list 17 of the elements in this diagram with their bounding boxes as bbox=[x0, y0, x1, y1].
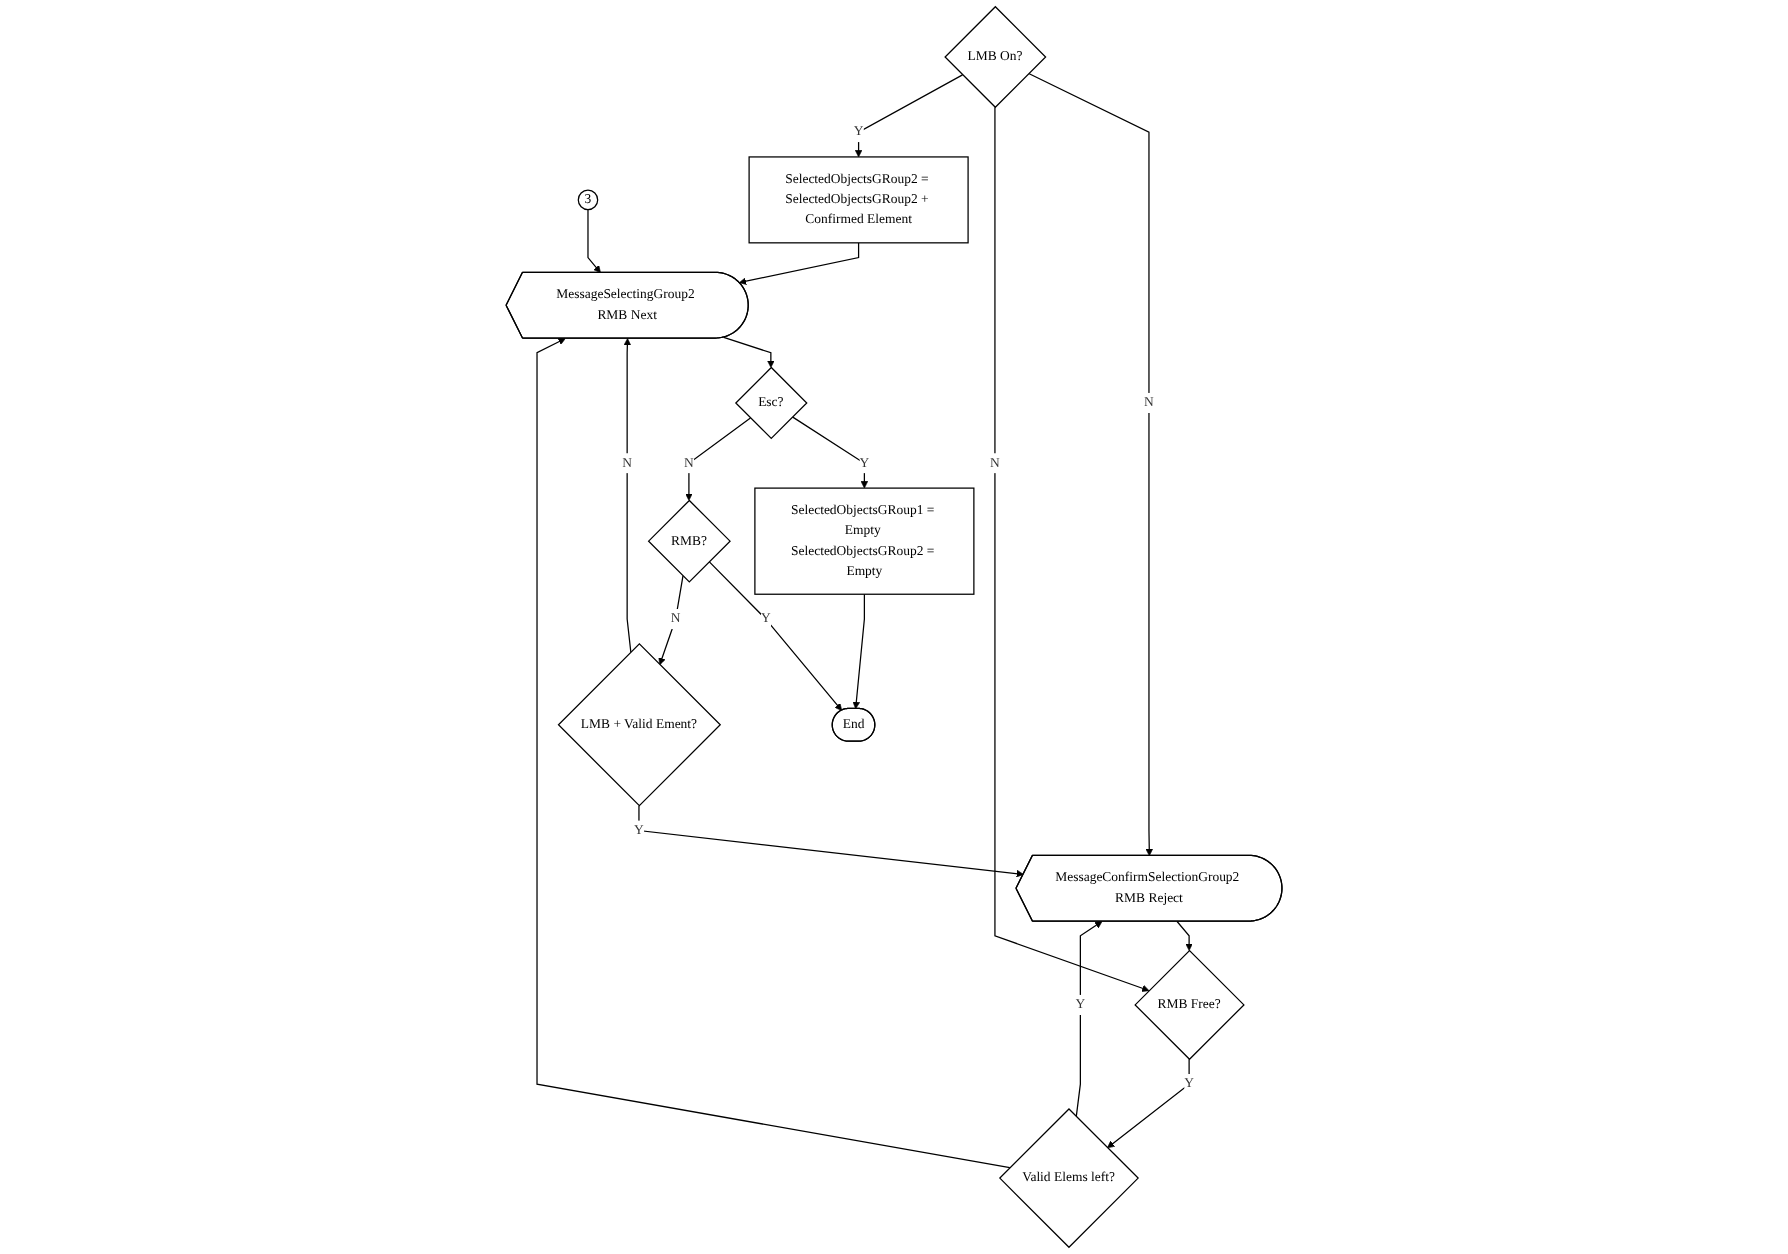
arrow bbox=[1107, 1058, 1190, 1149]
arrow bbox=[638, 805, 1024, 878]
arrow bbox=[1176, 920, 1193, 951]
arrow bbox=[854, 74, 964, 158]
arrow bbox=[587, 208, 601, 274]
arrow bbox=[685, 417, 752, 501]
arrow bbox=[1028, 72, 1153, 857]
arrow bbox=[723, 336, 775, 368]
arrow bbox=[738, 242, 860, 285]
arrow bbox=[658, 575, 684, 666]
arrow bbox=[994, 106, 1150, 992]
arrow bbox=[791, 416, 869, 489]
arrow bbox=[852, 593, 865, 710]
arrow bbox=[1075, 921, 1103, 1118]
arrow bbox=[536, 338, 1011, 1169]
arrow bbox=[708, 561, 843, 711]
arrow bbox=[623, 338, 632, 653]
